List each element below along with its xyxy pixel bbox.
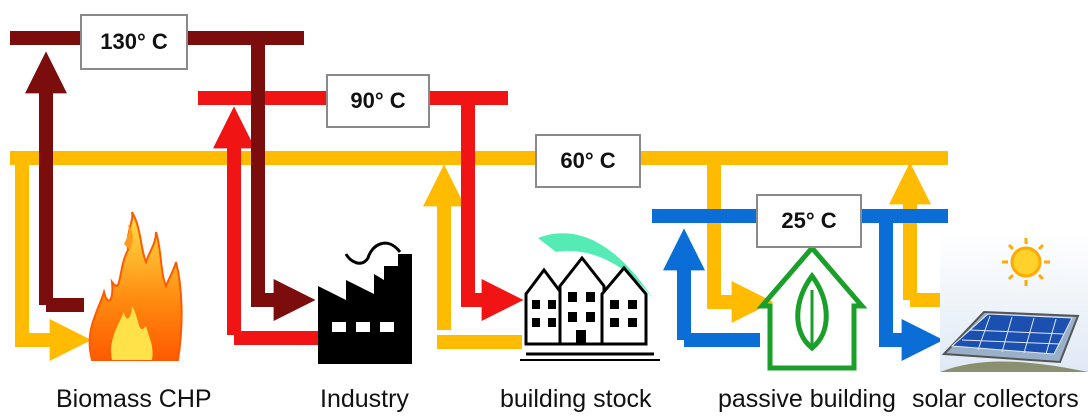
temperature-box-25c: 25° C (756, 194, 862, 248)
label-building-stock: building stock (500, 385, 652, 413)
flow-60c-return-building-base (437, 335, 522, 349)
flow-60c-to-biomass (15, 158, 92, 361)
flow-90c-to-building (461, 98, 524, 321)
temperature-box-130c: 130° C (80, 14, 188, 70)
temperature-box-60c: 60° C (535, 134, 641, 188)
flow-60c-to-passive (707, 158, 774, 323)
sun-icon (1002, 238, 1050, 286)
label-solar-collectors: solar collectors (912, 385, 1079, 413)
label-passive-building: passive building (718, 385, 896, 413)
label-industry: Industry (320, 385, 409, 413)
label-biomass-chp: Biomass CHP (56, 385, 212, 413)
line-60c-group (10, 151, 960, 361)
temperature-box-90c: 90° C (326, 74, 430, 128)
building-stock-icon (520, 233, 660, 361)
flame-icon (88, 211, 183, 361)
flow-130c-to-industry (251, 38, 316, 321)
factory-icon (318, 241, 412, 364)
flow-25c-to-solar (879, 216, 944, 361)
solar-panel-icon (940, 232, 1088, 372)
passive-house-icon (756, 244, 868, 371)
